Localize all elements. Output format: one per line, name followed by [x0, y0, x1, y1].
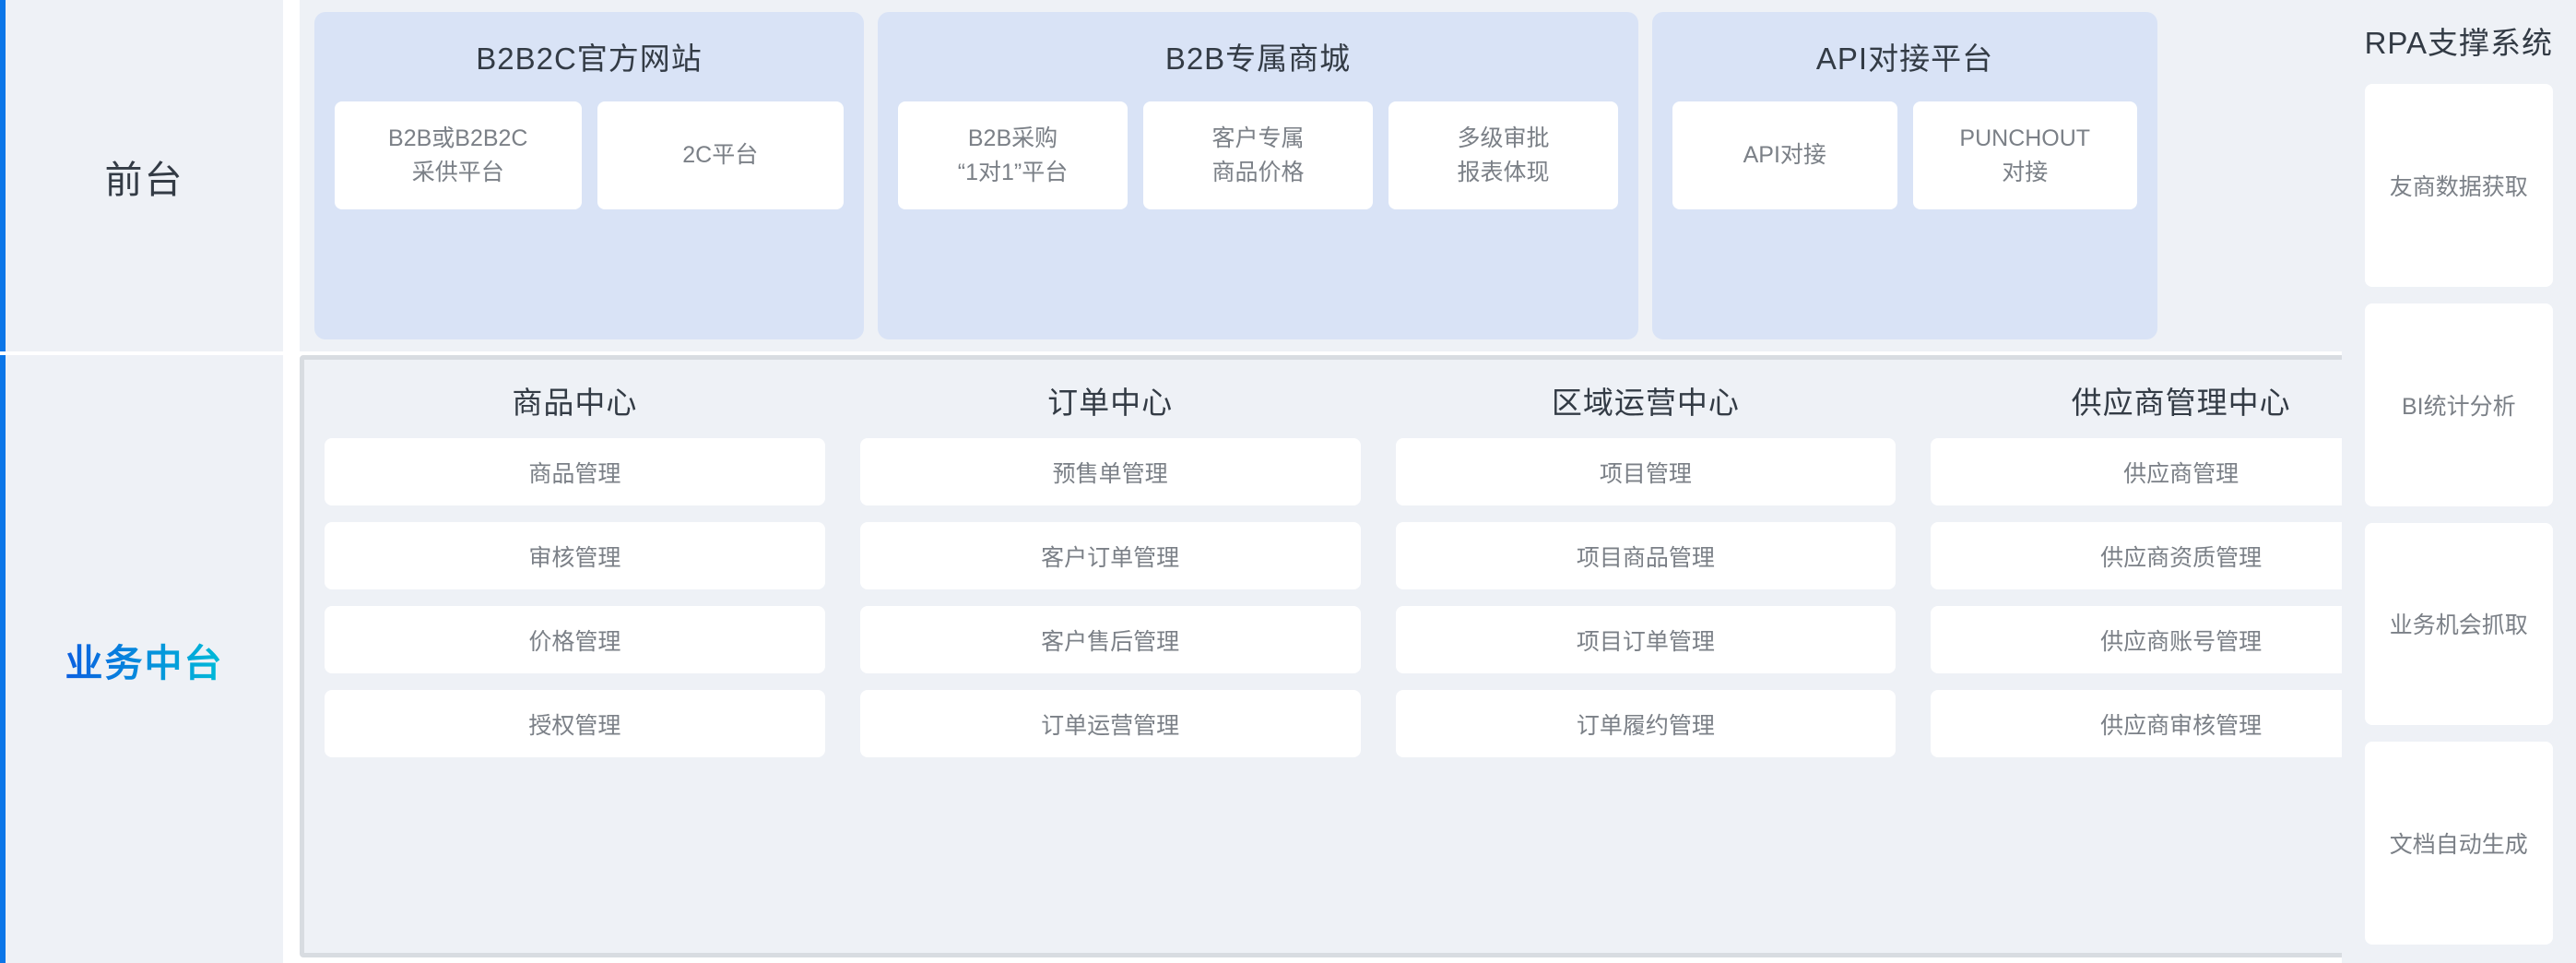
leaf-card[interactable]: B2B采购“1对1”平台: [898, 101, 1128, 209]
center-item[interactable]: 订单运营管理: [859, 690, 1361, 757]
rail-gutter-front: [283, 0, 300, 351]
leaf-card[interactable]: 2C平台: [597, 101, 844, 209]
center-column-items: 预售单管理 客户订单管理 客户售后管理 订单运营管理: [859, 438, 1361, 757]
center-item[interactable]: 项目商品管理: [1395, 522, 1897, 589]
center-item[interactable]: 审核管理: [325, 522, 825, 589]
center-item[interactable]: 预售单管理: [859, 438, 1361, 505]
group-title: API对接平台: [1815, 42, 1994, 76]
center-column-order: 订单中心 预售单管理 客户订单管理 客户售后管理 订单运营管理: [859, 360, 1361, 931]
tier-label-front-stage-text: 前台: [104, 158, 184, 201]
leaf-card[interactable]: 多级审批报表体现: [1388, 101, 1618, 209]
center-item[interactable]: 授权管理: [325, 690, 825, 757]
rpa-item[interactable]: BI统计分析: [2364, 303, 2553, 506]
tier-label-middle-platform-text: 业务中台: [65, 632, 224, 687]
center-item[interactable]: 项目管理: [1395, 438, 1897, 505]
rpa-item[interactable]: 业务机会抓取: [2364, 522, 2553, 726]
tier-label-middle-platform: 业务中台: [0, 355, 283, 963]
leaf-card[interactable]: API对接: [1672, 101, 1897, 209]
center-column-product: 商品中心 商品管理 审核管理 价格管理 授权管理: [325, 360, 825, 931]
center-columns: 商品中心 商品管理 审核管理 价格管理 授权管理 订单中心: [325, 360, 2459, 931]
tier-label-front-stage: 前台: [0, 0, 283, 351]
center-column-items: 商品管理 审核管理 价格管理 授权管理: [325, 438, 825, 757]
group-title: B2B2C官方网站: [476, 42, 703, 76]
center-item[interactable]: 价格管理: [325, 606, 825, 673]
middle-platform-content: 商品中心 商品管理 审核管理 价格管理 授权管理 订单中心: [300, 351, 2576, 963]
rail-gutter-middle: [283, 351, 300, 963]
center-item[interactable]: 订单履约管理: [1395, 690, 1897, 757]
center-item[interactable]: 项目订单管理: [1395, 606, 1897, 673]
center-column-title: 供应商管理中心: [2071, 386, 2291, 420]
middle-platform-panel: 商品中心 商品管理 审核管理 价格管理 授权管理 订单中心: [300, 355, 2576, 957]
center-column-title: 订单中心: [1047, 386, 1174, 420]
leaf-card[interactable]: 客户专属商品价格: [1143, 101, 1373, 209]
rpa-support-system-title: RPA支撑系统: [2364, 26, 2553, 60]
center-item[interactable]: 客户售后管理: [859, 606, 1361, 673]
rpa-item[interactable]: 文档自动生成: [2364, 742, 2553, 945]
rpa-item[interactable]: 友商数据获取: [2364, 84, 2553, 287]
group-card-b2b-mall[interactable]: B2B专属商城 B2B采购“1对1”平台 客户专属商品价格 多级审批报表体现: [878, 12, 1638, 339]
center-column-items: 项目管理 项目商品管理 项目订单管理 订单履约管理: [1395, 438, 1897, 757]
group-leaf-row: B2B采购“1对1”平台 客户专属商品价格 多级审批报表体现: [898, 101, 1618, 209]
rpa-support-system-column: RPA支撑系统 友商数据获取 BI统计分析 业务机会抓取 文档自动生成: [2341, 0, 2576, 963]
middle-platform-row: 业务中台 商品中心 商品管理 审核管理 价格管理 授权管理: [0, 351, 2576, 963]
center-item[interactable]: 商品管理: [325, 438, 825, 505]
rpa-items: 友商数据获取 BI统计分析 业务机会抓取 文档自动生成: [2364, 84, 2553, 945]
center-column-regional-operations: 区域运营中心 项目管理 项目商品管理 项目订单管理 订单履约管理: [1395, 360, 1897, 931]
center-column-title: 商品中心: [512, 386, 638, 420]
center-column-title: 区域运营中心: [1551, 386, 1740, 420]
group-title: B2B专属商城: [1164, 42, 1352, 76]
center-item[interactable]: 客户订单管理: [859, 522, 1361, 589]
